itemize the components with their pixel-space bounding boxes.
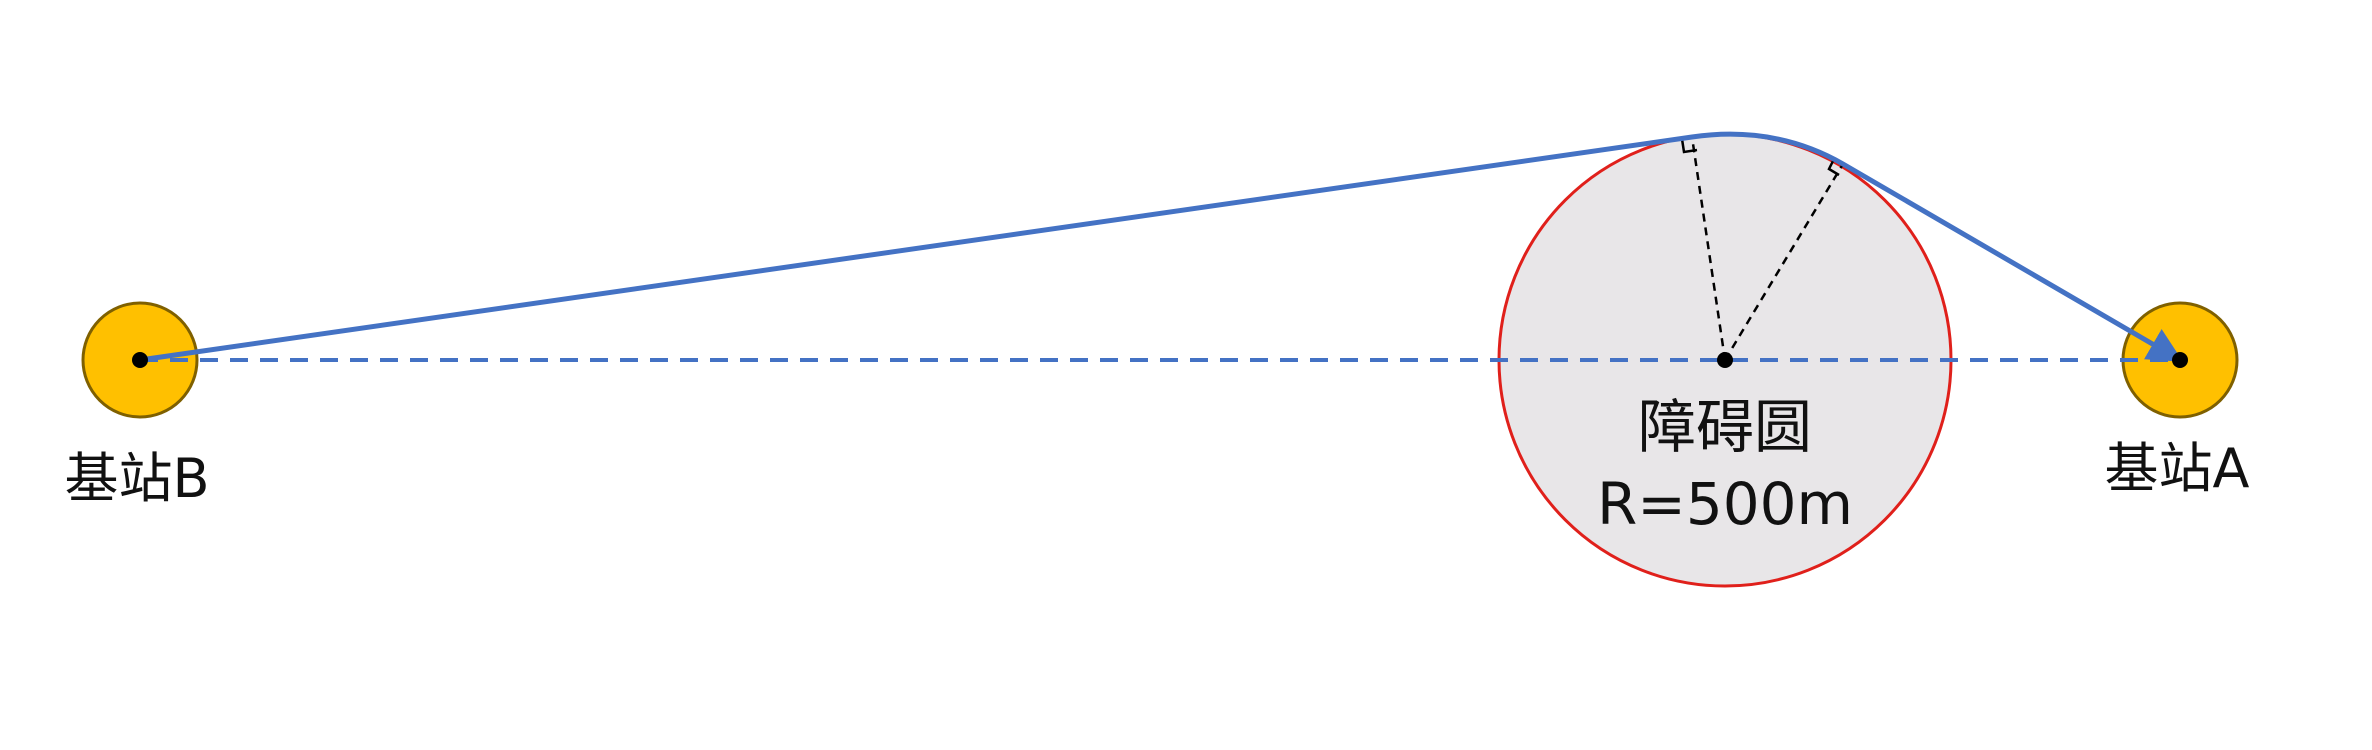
radius-line-tangent-1 — [1690, 136, 1727, 361]
obstacle-title: 障碍圆 — [1638, 393, 1812, 461]
station-a-point — [2172, 352, 2188, 368]
radius-line-tangent-2 — [1723, 163, 1845, 361]
station-b-point — [132, 352, 148, 368]
right-angle-mark-1 — [1680, 138, 1698, 154]
routed-path — [137, 131, 2184, 363]
right-angle-mark-2 — [1827, 158, 1840, 177]
obstacle-center-point — [1717, 352, 1733, 368]
station-b-label: 基站B — [64, 447, 209, 510]
obstacle-radius-label: R=500m — [1597, 470, 1853, 538]
station-a-label: 基站A — [2105, 437, 2250, 500]
